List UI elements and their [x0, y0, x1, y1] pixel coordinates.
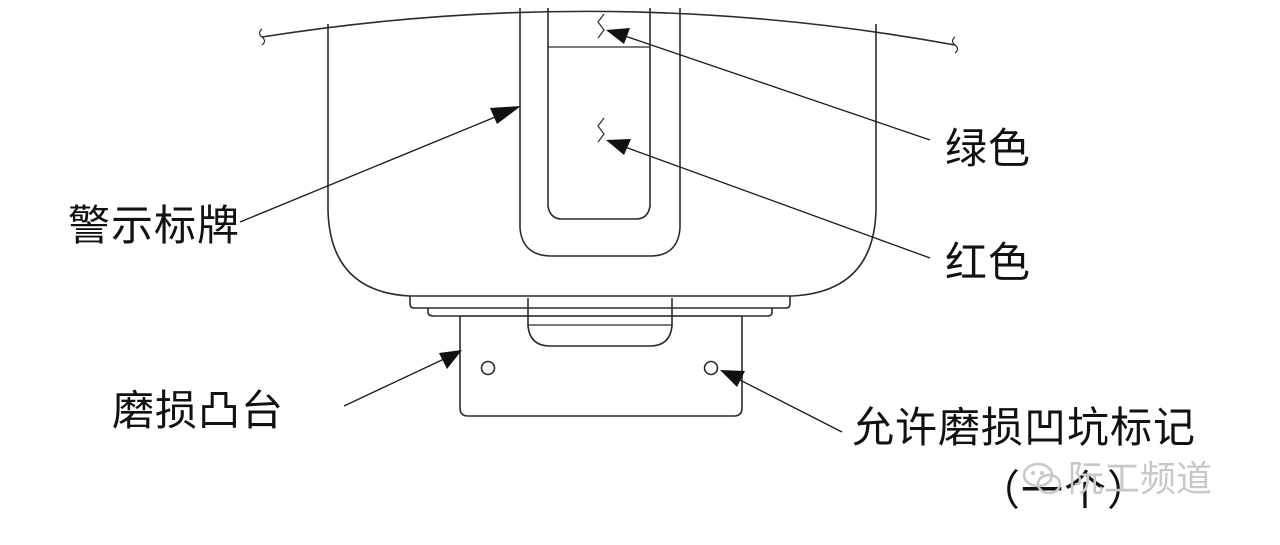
label-warning-sign: 警示标牌	[68, 201, 241, 250]
red-zone-break-symbol	[597, 117, 605, 143]
arrowhead-wear-boss	[439, 350, 462, 369]
label-allowed-wear-mark-count: （一个）	[978, 466, 1151, 515]
label-wear-boss: 磨损凸台	[112, 386, 285, 435]
left-break-mark	[258, 28, 266, 46]
wechat-icon	[1022, 462, 1062, 495]
leader-warning-sign	[239, 112, 506, 223]
label-red: 红色	[945, 238, 1032, 287]
wear-pit-left	[480, 360, 496, 376]
watermark-text: 阮工频道	[1068, 459, 1213, 500]
wear-boss-block	[459, 316, 743, 417]
green-zone-break-symbol	[597, 13, 605, 39]
flange-step	[427, 308, 773, 317]
arrowhead-allowed-wear-mark	[720, 370, 745, 387]
label-green: 绿色	[945, 124, 1032, 173]
leader-red	[624, 146, 931, 259]
arrowhead-warning-sign	[490, 106, 521, 124]
main-body-outline	[327, 24, 877, 297]
top-break-edge	[261, 10, 956, 46]
center-boss	[527, 298, 673, 347]
wear-pit-right	[703, 360, 719, 376]
leader-allowed-wear-mark	[737, 378, 843, 433]
arrowhead-red	[606, 139, 631, 155]
label-allowed-wear-mark: 允许磨损凹坑标记	[852, 403, 1197, 452]
right-break-mark	[951, 36, 959, 54]
warning-plate-outer	[519, 8, 681, 257]
arrowhead-green	[606, 28, 630, 44]
warning-plate-inner	[547, 8, 651, 220]
leader-wear-boss	[343, 358, 445, 407]
flange-plate	[409, 296, 791, 309]
leader-green	[624, 35, 931, 141]
